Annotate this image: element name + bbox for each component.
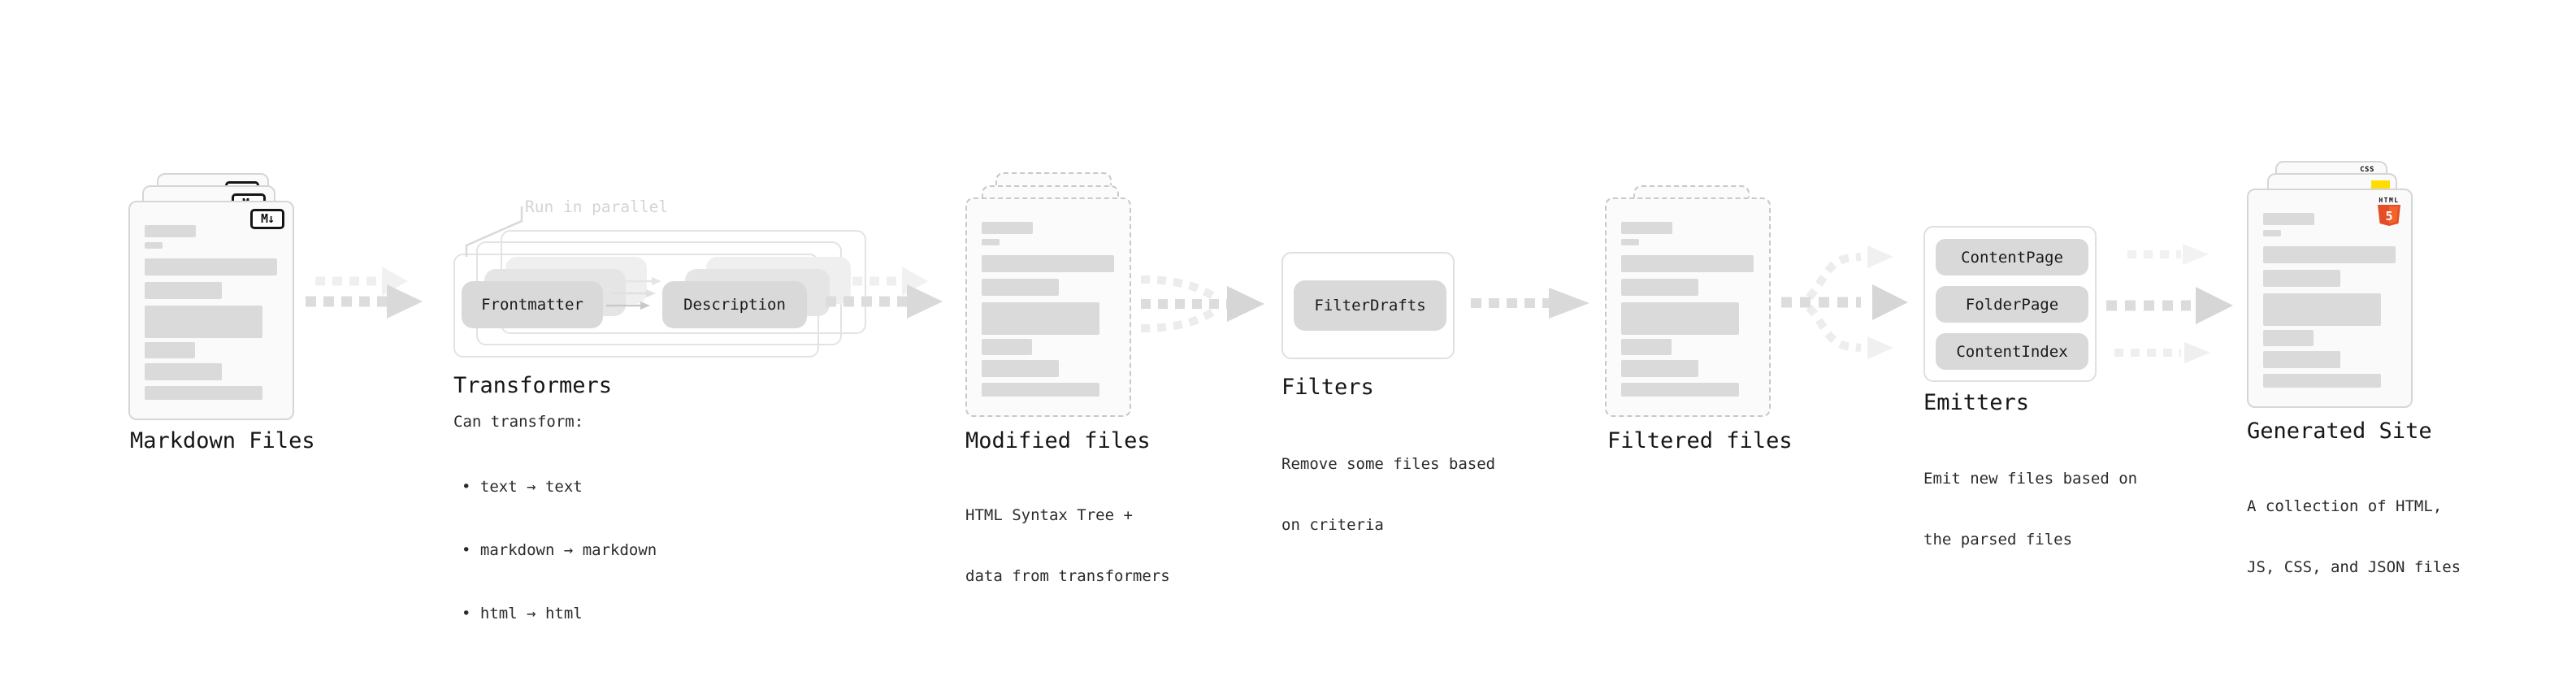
subtitle-line: the parsed files (1923, 531, 2073, 549)
document-card: HTML 5 (2247, 189, 2413, 408)
transformers-bullets: • text → text • markdown → markdown • ht… (462, 434, 657, 666)
emitters-title: Emitters (1923, 390, 2030, 415)
parallel-arrows-icon (606, 277, 661, 310)
modified-files-subtitle: HTML Syntax Tree + data from transformer… (965, 465, 1170, 627)
transformer-pill-frontmatter: Frontmatter (462, 281, 603, 328)
text-placeholder-bars (145, 225, 277, 400)
html5-icon: HTML 5 (2377, 197, 2401, 226)
css-icon-label: CSS (2360, 166, 2374, 174)
emitters-subtitle: Emit new files based on the parsed files (1923, 428, 2137, 591)
subtitle-line: on criteria (1281, 516, 1384, 534)
subtitle-line: JS, CSS, and JSON files (2247, 558, 2461, 576)
arrow-transformers-to-modified (826, 267, 943, 319)
arrow-modified-to-filters (1140, 275, 1264, 332)
subtitle-line: Remove some files based (1281, 455, 1496, 473)
markdown-icon: M↓ (250, 209, 284, 229)
modified-files-title: Modified files (965, 428, 1151, 453)
bullet-item: • html → html (462, 605, 583, 622)
text-placeholder-bars (982, 222, 1114, 397)
filters-subtitle: Remove some files based on criteria (1281, 414, 1495, 576)
text-placeholder-bars (2263, 213, 2396, 388)
stage-markdown-files: M↓ M↓ M↓ (128, 173, 340, 425)
stage-filtered-files (1605, 185, 1816, 429)
html5-icon-label: HTML (2379, 197, 2400, 204)
emitters-box: ContentPage FolderPage ContentIndex (1923, 226, 2097, 382)
arrow-markdown-to-transformers (306, 267, 423, 319)
arrow-dark-layer (306, 284, 423, 319)
html5-shield: 5 (2378, 205, 2400, 226)
subtitle-line: Emit new files based on (1923, 470, 2138, 488)
stage-modified-files (965, 172, 1177, 424)
filtered-files-title: Filtered files (1607, 428, 1793, 453)
filters-title: Filters (1281, 375, 1374, 400)
emitter-pill-contentpage: ContentPage (1936, 239, 2088, 275)
markdown-files-title: Markdown Files (130, 428, 315, 453)
bullet-item: • markdown → markdown (462, 541, 657, 559)
arrow-emitters-to-generated (2106, 244, 2233, 363)
filters-box: FilterDrafts (1281, 252, 1455, 359)
generated-site-title: Generated Site (2247, 419, 2432, 444)
emitter-pill-contentindex: ContentIndex (1936, 333, 2088, 370)
svg-text:5: 5 (2385, 209, 2392, 223)
transformers-intro: Can transform: (453, 413, 584, 431)
document-card: M↓ (128, 201, 294, 420)
arrow-filtered-to-emitters (1781, 245, 1908, 359)
document-card (965, 197, 1131, 417)
run-in-parallel-annotation: Run in parallel (525, 197, 669, 216)
document-card (1605, 197, 1771, 417)
generated-site-subtitle: A collection of HTML, JS, CSS, and JSON … (2247, 456, 2461, 618)
bullet-item: • text → text (462, 478, 583, 496)
js-icon (2371, 180, 2390, 190)
emitter-pill-folderpage: FolderPage (1936, 286, 2088, 323)
transformer-pill-description: Description (662, 281, 807, 328)
annotation-leader-line (465, 206, 523, 257)
filter-pill-filterdrafts: FilterDrafts (1294, 280, 1446, 331)
arrow-filters-to-filtered (1471, 288, 1589, 319)
subtitle-line: data from transformers (965, 567, 1170, 585)
transformers-title: Transformers (453, 373, 613, 398)
subtitle-line: HTML Syntax Tree + (965, 506, 1133, 524)
arrow-dark-layer (826, 284, 943, 319)
text-placeholder-bars (1621, 222, 1754, 397)
subtitle-line: A collection of HTML, (2247, 497, 2443, 515)
stage-generated-site: CSS HTML 5 (2247, 161, 2458, 413)
